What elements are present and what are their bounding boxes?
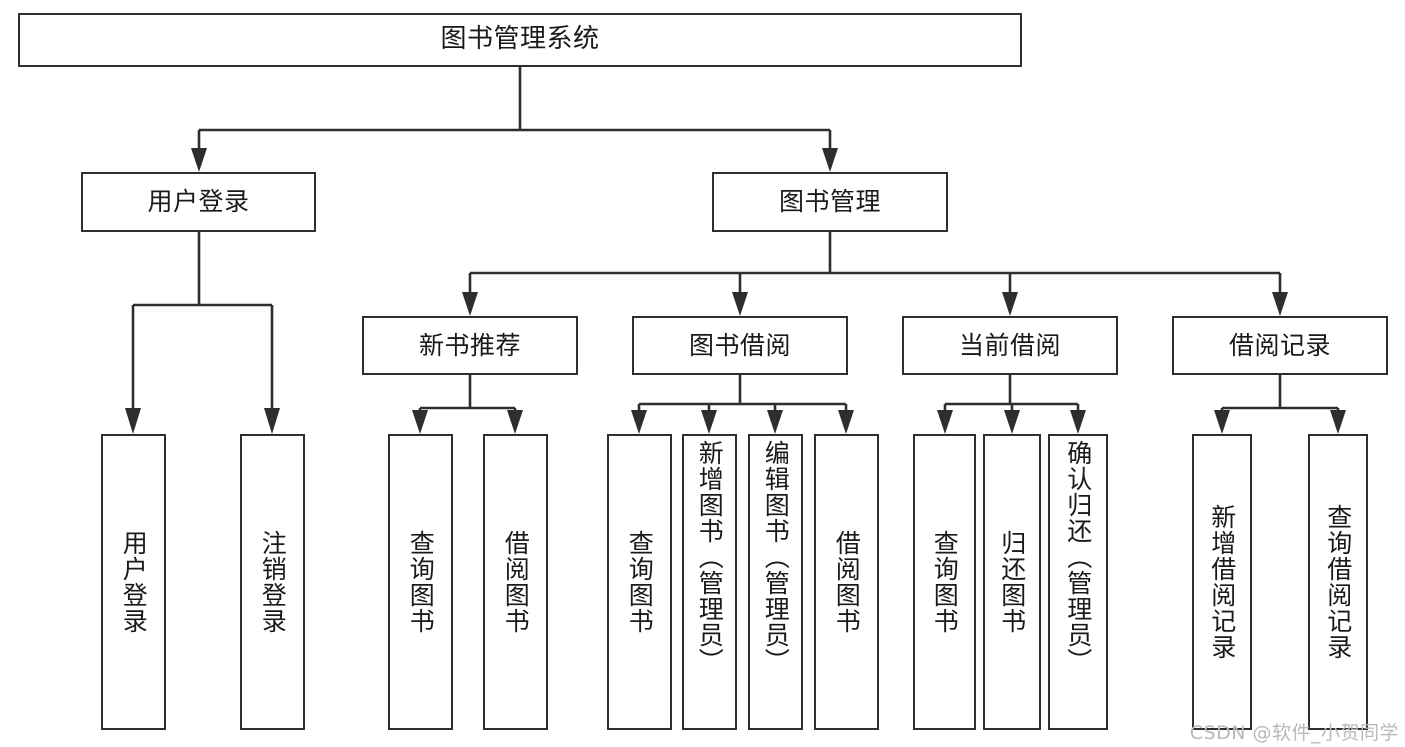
- arrow-current-borrow: [1002, 292, 1018, 316]
- arrow-book-borrow: [732, 292, 748, 316]
- node-leaf-add-record-label: 新增借阅记录: [1207, 504, 1237, 660]
- node-leaf-user-login[interactable]: 用户登录: [101, 434, 166, 730]
- node-book-borrow[interactable]: 图书借阅: [632, 316, 848, 375]
- node-user-login-label: 用户登录: [147, 187, 250, 216]
- node-leaf-borrow-book-1-label: 借阅图书: [501, 530, 531, 634]
- node-leaf-query-record-label: 查询借阅记录: [1323, 504, 1353, 660]
- node-new-book-recommend[interactable]: 新书推荐: [362, 316, 578, 375]
- node-leaf-borrow-book-2-label: 借阅图书: [832, 530, 862, 634]
- arrow-leaf-borrow-book-2: [838, 410, 854, 434]
- node-borrow-record[interactable]: 借阅记录: [1172, 316, 1388, 375]
- arrow-leaf-confirm-return: [1070, 410, 1086, 434]
- node-leaf-borrow-book-1[interactable]: 借阅图书: [483, 434, 548, 730]
- node-leaf-logout-login-label: 注销登录: [258, 530, 288, 634]
- node-leaf-confirm-return-label: 确认归还（管理员）: [1063, 440, 1093, 674]
- node-leaf-add-record[interactable]: 新增借阅记录: [1192, 434, 1252, 730]
- node-leaf-edit-book[interactable]: 编辑图书（管理员）: [748, 434, 803, 730]
- node-root-label: 图书管理系统: [440, 24, 600, 55]
- node-book-management[interactable]: 图书管理: [712, 172, 948, 232]
- node-leaf-query-book-2[interactable]: 查询图书: [607, 434, 672, 730]
- node-book-management-label: 图书管理: [778, 187, 881, 216]
- node-leaf-edit-book-label: 编辑图书（管理员）: [761, 440, 791, 674]
- node-book-borrow-label: 图书借阅: [688, 330, 791, 360]
- arrow-borrow-record: [1272, 292, 1288, 316]
- arrow-leaf-borrow-book-1: [507, 410, 523, 434]
- node-new-book-recommend-label: 新书推荐: [418, 330, 521, 360]
- node-leaf-query-book-3-label: 查询图书: [930, 530, 960, 634]
- node-leaf-add-book-label: 新增图书（管理员）: [695, 440, 725, 674]
- node-leaf-return-book[interactable]: 归还图书: [983, 434, 1041, 730]
- node-leaf-logout-login[interactable]: 注销登录: [240, 434, 305, 730]
- arrow-new-book-recommend: [462, 292, 478, 316]
- node-leaf-confirm-return[interactable]: 确认归还（管理员）: [1048, 434, 1108, 730]
- arrow-leaf-add-record: [1214, 410, 1230, 434]
- node-root[interactable]: 图书管理系统: [18, 13, 1022, 67]
- node-leaf-user-login-label: 用户登录: [119, 530, 149, 634]
- watermark-text: CSDN @软件_小贺同学: [1189, 722, 1399, 744]
- arrow-leaf-add-book: [701, 410, 717, 434]
- node-current-borrow[interactable]: 当前借阅: [902, 316, 1118, 375]
- node-leaf-query-record[interactable]: 查询借阅记录: [1308, 434, 1368, 730]
- node-borrow-record-label: 借阅记录: [1228, 330, 1331, 360]
- arrow-leaf-query-book-2: [631, 410, 647, 434]
- arrow-leaf-query-book-1: [412, 410, 428, 434]
- node-leaf-query-book-2-label: 查询图书: [625, 530, 655, 634]
- node-leaf-query-book-1-label: 查询图书: [406, 530, 436, 634]
- node-leaf-add-book[interactable]: 新增图书（管理员）: [682, 434, 737, 730]
- node-leaf-query-book-3[interactable]: 查询图书: [913, 434, 976, 730]
- arrow-leaf-user-login: [125, 408, 141, 434]
- arrow-book-management: [822, 148, 838, 172]
- node-leaf-query-book-1[interactable]: 查询图书: [388, 434, 453, 730]
- arrow-leaf-return-book: [1004, 410, 1020, 434]
- node-leaf-return-book-label: 归还图书: [997, 530, 1027, 634]
- arrow-leaf-edit-book: [767, 410, 783, 434]
- node-current-borrow-label: 当前借阅: [958, 330, 1061, 360]
- node-leaf-borrow-book-2[interactable]: 借阅图书: [814, 434, 879, 730]
- arrow-leaf-query-book-3: [937, 410, 953, 434]
- node-user-login[interactable]: 用户登录: [81, 172, 316, 232]
- arrow-leaf-query-record: [1330, 410, 1346, 434]
- arrow-leaf-logout-login: [264, 408, 280, 434]
- arrow-user-login: [191, 148, 207, 172]
